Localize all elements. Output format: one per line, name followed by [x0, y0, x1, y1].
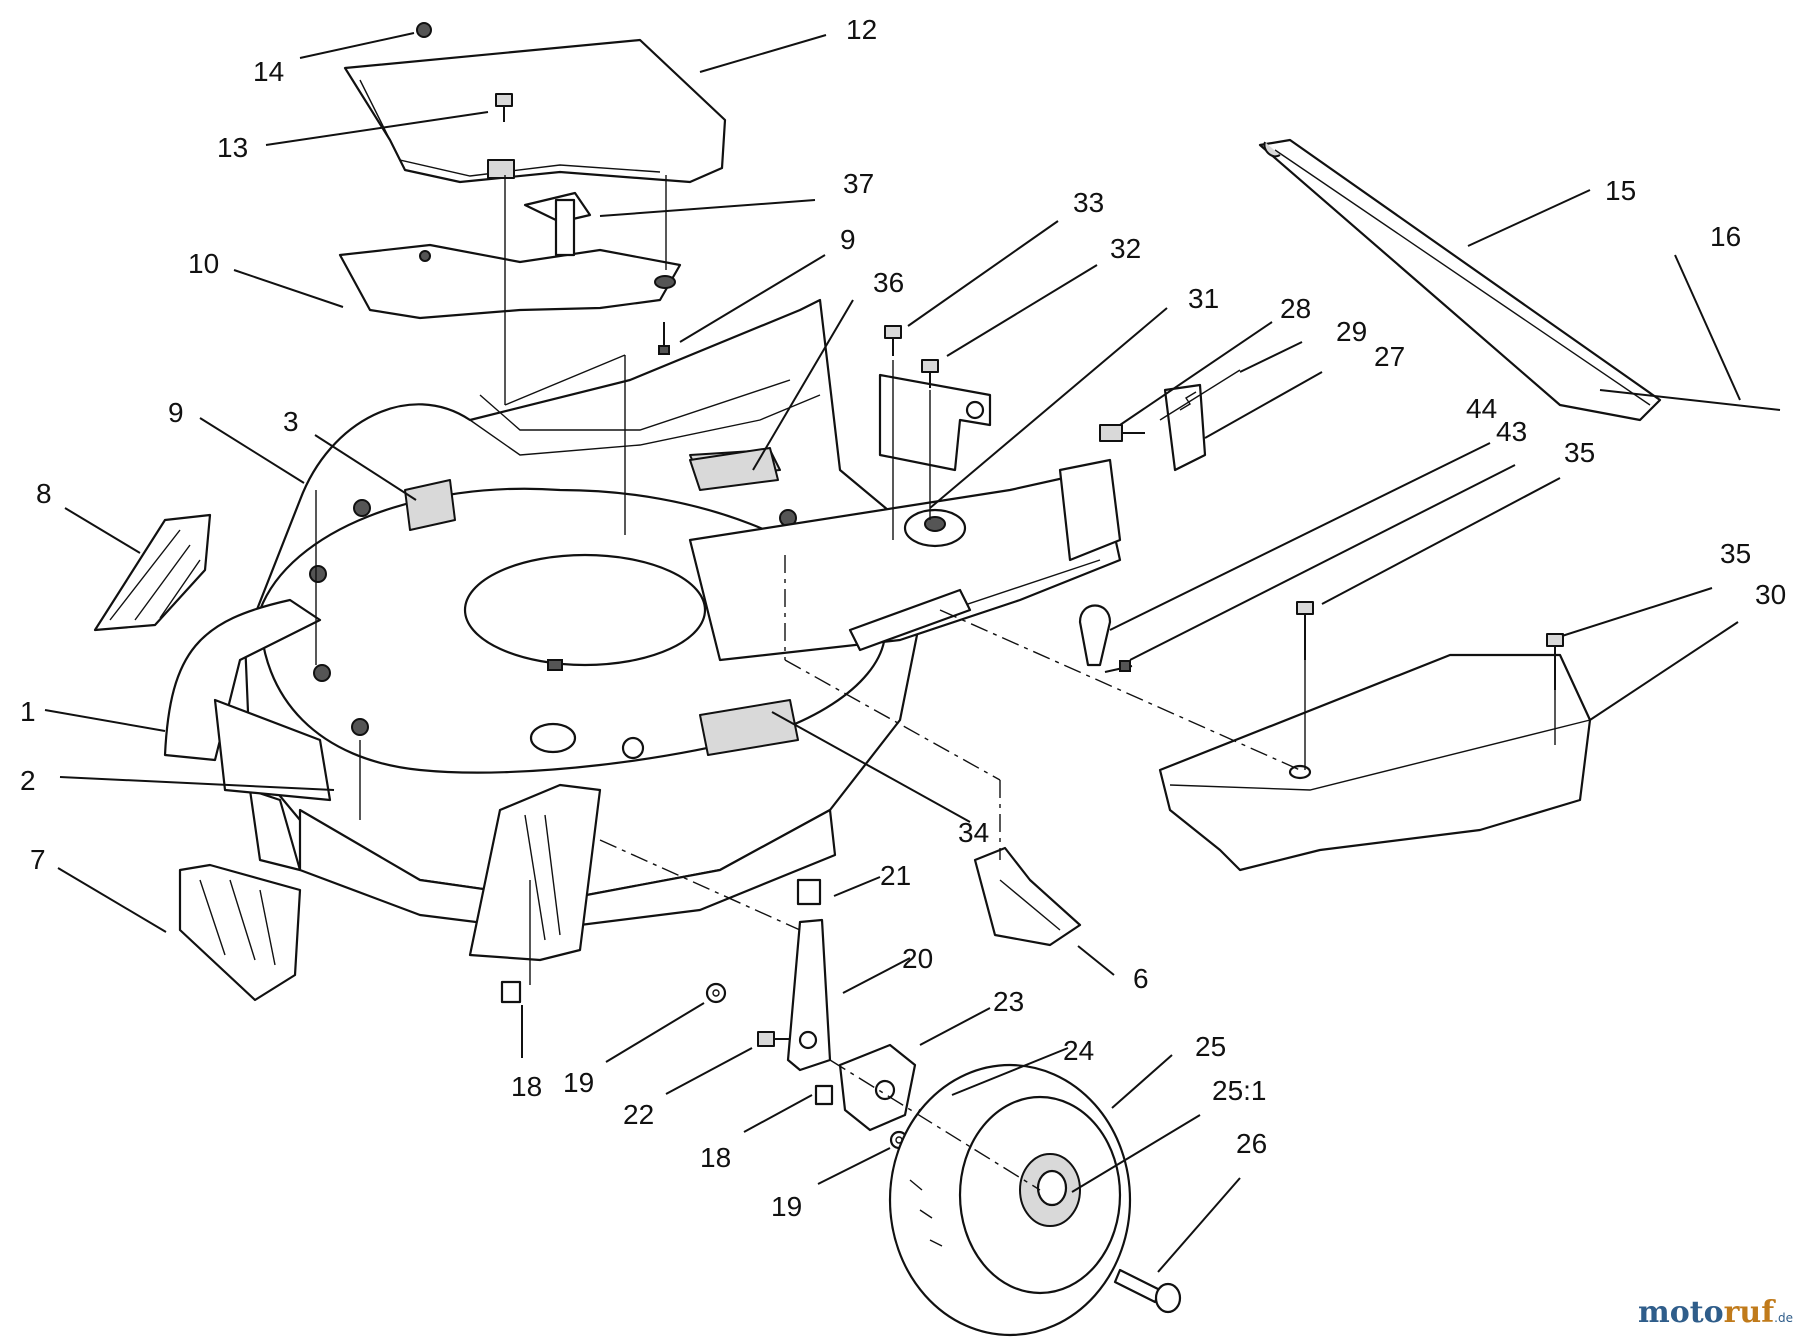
callout-15: 15	[1605, 175, 1636, 206]
callout-33: 33	[1073, 187, 1104, 218]
callout-19: 19	[563, 1067, 594, 1098]
part-15-channel	[1258, 138, 1662, 422]
part-18-nut-b	[814, 1084, 834, 1106]
part-3-decal	[404, 479, 456, 531]
callout-32: 32	[1110, 233, 1141, 264]
part-25-wheel	[888, 1063, 1132, 1337]
part-12-cover	[343, 38, 727, 184]
callout-26: 26	[1236, 1128, 1267, 1159]
callout-22: 22	[623, 1099, 654, 1130]
part-9-screw-upper	[658, 322, 670, 355]
callout-37: 37	[843, 168, 874, 199]
callout-2: 2	[20, 765, 36, 796]
callout-19: 19	[771, 1191, 802, 1222]
part-19-washer-a	[705, 982, 727, 1004]
callout-9: 9	[840, 224, 856, 255]
part-8-deflector	[93, 513, 212, 632]
callout-35: 35	[1564, 437, 1595, 468]
part-6-deflector	[973, 846, 1082, 947]
callout-36: 36	[873, 267, 904, 298]
callout-25: 25	[1195, 1031, 1226, 1062]
alignment-lines	[315, 175, 1556, 1191]
part-18-nut-a	[500, 980, 522, 1004]
callout-30: 30	[1755, 579, 1786, 610]
callout-10: 10	[188, 248, 219, 279]
callout-14: 14	[253, 56, 284, 87]
callout-13: 13	[217, 132, 248, 163]
callout-27: 27	[1374, 341, 1405, 372]
callout-8: 8	[36, 478, 52, 509]
callout-6: 6	[1133, 963, 1149, 994]
part-14-nut	[416, 22, 432, 38]
part-32-bracket	[878, 373, 992, 472]
callout-21: 21	[880, 860, 911, 891]
svg-text:motoruf.de: motoruf.de	[1638, 1295, 1793, 1330]
part-1-bumper	[163, 598, 322, 762]
part-2-skirt	[213, 698, 332, 802]
part-23-bracket	[838, 1043, 917, 1132]
part-43-screw	[1104, 660, 1133, 673]
callout-23: 23	[993, 986, 1024, 1017]
part-20-plate	[786, 918, 832, 1072]
part-16-rod	[1599, 389, 1781, 411]
watermark-suffix: .de	[1774, 1311, 1793, 1325]
callout-18: 18	[511, 1071, 542, 1102]
part-44-clip	[1078, 604, 1112, 667]
callout-25-1: 25:1	[1212, 1075, 1267, 1106]
leader-lines	[44, 32, 1741, 1273]
part-35-bolt-a	[1296, 601, 1314, 660]
part-7-deflector	[178, 863, 302, 1002]
callout-labels: 14 12 13 37 10 9 36 33 32 31 28 29 27 15…	[20, 14, 1786, 1222]
callout-43: 43	[1496, 416, 1527, 447]
part-35-bolt-b	[1546, 633, 1564, 690]
part-28-bolt	[1099, 424, 1145, 442]
part-36-decal	[689, 447, 779, 491]
callout-16: 16	[1710, 221, 1741, 252]
part-10-deflector	[338, 198, 682, 320]
part-30-plate	[1158, 653, 1592, 872]
callout-9: 9	[168, 397, 184, 428]
callout-31: 31	[1188, 283, 1219, 314]
callout-3: 3	[283, 406, 299, 437]
part-33-bolt	[884, 325, 939, 388]
part-13-bolt	[495, 93, 513, 122]
callout-34: 34	[958, 817, 989, 848]
callout-1: 1	[20, 696, 36, 727]
watermark: motoruf.de	[1638, 1295, 1793, 1330]
watermark-brand-b: ruf	[1724, 1295, 1777, 1330]
callout-44: 44	[1466, 393, 1497, 424]
callout-12: 12	[846, 14, 877, 45]
callout-29: 29	[1336, 316, 1367, 347]
part-22-bolt	[757, 1031, 790, 1047]
callout-18: 18	[700, 1142, 731, 1173]
part-29-spring	[1159, 369, 1241, 421]
callout-24: 24	[1063, 1035, 1094, 1066]
callout-35: 35	[1720, 538, 1751, 569]
watermark-brand-a: moto	[1638, 1295, 1724, 1330]
callout-28: 28	[1280, 293, 1311, 324]
part-26-bolt	[1113, 1268, 1182, 1314]
part-27-lever	[1163, 383, 1207, 472]
callout-20: 20	[902, 943, 933, 974]
part-21-nut	[796, 878, 822, 906]
front-bumper-bracket	[468, 783, 602, 962]
drive-assembly	[688, 458, 1122, 662]
callout-7: 7	[30, 844, 46, 875]
